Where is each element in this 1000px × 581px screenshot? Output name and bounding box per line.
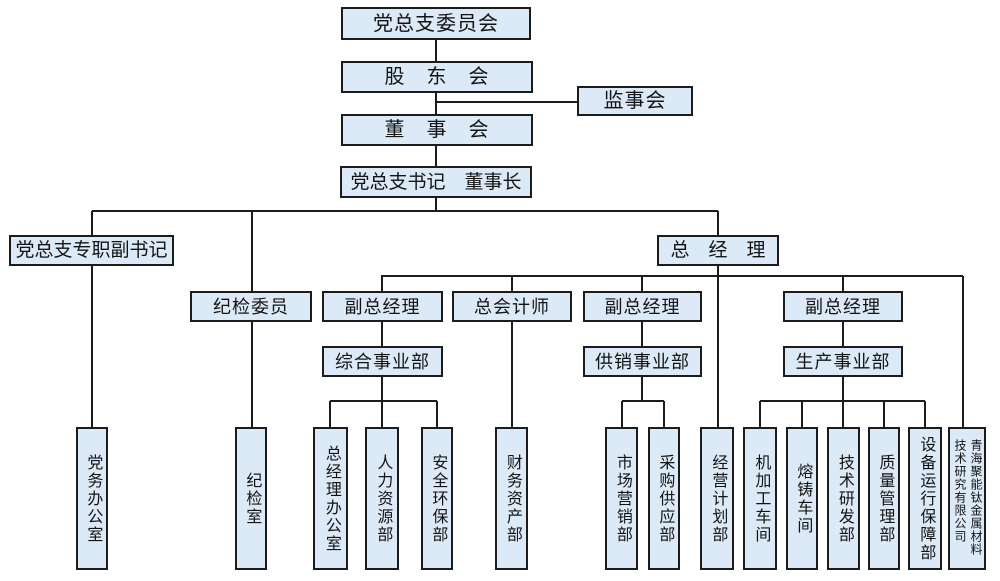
node-operation-planning-dept: 经营计划部 [700, 427, 734, 570]
node-discipline-inspection-commissioner: 纪检委员 [190, 291, 312, 322]
node-quality-mgmt-dept: 质量管理部 [868, 427, 900, 570]
node-subsidiary-company: 青海聚能钛金属材料技术研究有限公司 [948, 427, 986, 570]
node-comprehensive-division: 综合事业部 [322, 346, 443, 377]
node-chief-accountant: 总会计师 [452, 291, 572, 322]
node-discipline-inspection-office: 纪检室 [235, 427, 267, 570]
node-party-affairs-office: 党务办公室 [76, 427, 108, 570]
node-gm-office: 总经理办公室 [313, 427, 348, 570]
node-board-of-directors: 董 事 会 [341, 114, 533, 146]
node-procurement-supply-dept: 采购供应部 [648, 427, 680, 570]
node-supervisory-board: 监事会 [577, 86, 693, 116]
node-party-secretary-chairman: 党总支书记 董事长 [340, 166, 532, 198]
node-finance-assets-dept: 财务资产部 [495, 427, 528, 570]
node-hr-dept: 人力资源部 [365, 427, 399, 570]
node-equipment-support-dept: 设备运行保障部 [908, 427, 942, 570]
node-deputy-party-secretary: 党总支专职副书记 [9, 235, 174, 266]
node-general-manager: 总 经 理 [657, 235, 779, 266]
node-machining-workshop: 机加工车间 [743, 427, 777, 570]
node-production-division: 生产事业部 [783, 346, 903, 377]
node-deputy-gm-3: 副总经理 [783, 291, 903, 322]
node-deputy-gm-2: 副总经理 [583, 291, 702, 322]
node-deputy-gm-1: 副总经理 [322, 291, 443, 322]
node-casting-workshop: 熔铸车间 [786, 427, 818, 570]
node-shareholders-meeting: 股 东 会 [341, 61, 533, 93]
node-marketing-dept: 市场营销部 [605, 427, 638, 570]
node-safety-env-dept: 安全环保部 [421, 427, 453, 570]
node-tech-rd-dept: 技术研发部 [827, 427, 860, 570]
node-party-general-branch-committee: 党总支委员会 [341, 7, 531, 40]
node-supply-marketing-division: 供销事业部 [583, 346, 702, 377]
